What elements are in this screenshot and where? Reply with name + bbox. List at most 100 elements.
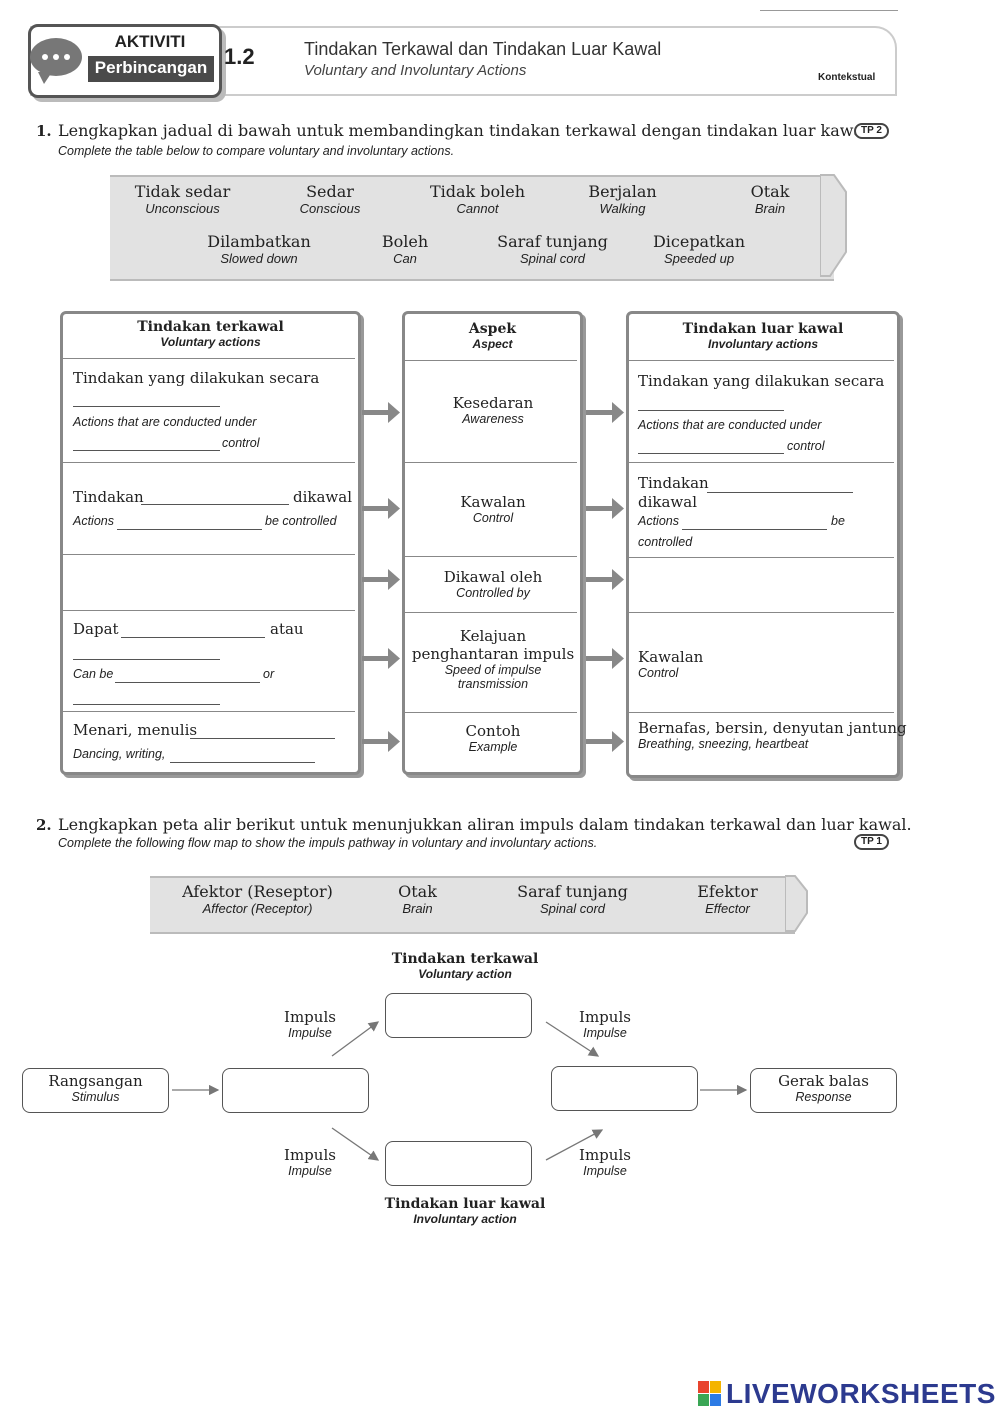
invol-r2-text-a: Tindakan — [638, 474, 709, 492]
invol-r4-text-en: Control — [638, 666, 679, 680]
invol-r2-text-b: dikawal — [638, 493, 698, 511]
invol-r5-text-en: Breathing, sneezing, heartbeat — [638, 737, 809, 751]
invol-r2-blank-en[interactable] — [682, 515, 827, 530]
page-title: Tindakan Terkawal dan Tindakan Luar Kawa… — [304, 39, 662, 59]
invol-r2-en-c: controlled — [638, 535, 693, 549]
right-arrows — [586, 402, 624, 752]
vol-r2-text-b: dikawal — [293, 488, 353, 506]
q2-number: 2. — [36, 816, 52, 834]
flow-arrows — [172, 1021, 748, 1161]
invol-r1-blank[interactable] — [638, 396, 784, 411]
response-box — [750, 1068, 897, 1113]
invol-r4-text-ms: Kawalan — [638, 648, 704, 666]
vol-r5-blank[interactable] — [190, 724, 335, 739]
invol-r2-en-a: Actions — [638, 514, 679, 528]
vol-r1-text-ms: Tindakan yang dilakukan secara — [73, 369, 320, 387]
q1-word-bank — [110, 175, 834, 281]
chat-bubble-icon — [30, 38, 82, 84]
liveworksheets-logo-icon — [698, 1381, 721, 1406]
vol-r1-blank-en[interactable] — [73, 436, 220, 451]
q2-word-bank — [150, 876, 795, 934]
vol-r2-blank[interactable] — [141, 490, 289, 505]
page-subtitle: Voluntary and Involuntary Actions — [304, 62, 527, 79]
liveworksheets-logo: LIVEWORKSHEETS — [726, 1378, 996, 1409]
vol-r1-text-en: Actions that are conducted under — [73, 415, 257, 429]
left-arrows — [362, 402, 400, 752]
invol-r2-blank[interactable] — [707, 478, 853, 493]
receptor-answer-box[interactable] — [222, 1068, 369, 1113]
vol-r5-text-ms: Menari, menulis — [73, 721, 198, 739]
invol-r5-text-ms: Bernafas, bersin, denyutan jantung — [638, 719, 907, 737]
invol-r1-blank-en[interactable] — [638, 439, 784, 454]
activity-type-bar — [88, 56, 214, 82]
involuntary-column — [626, 311, 900, 778]
name-line — [760, 10, 898, 11]
q2-word-bank-edge — [785, 875, 808, 932]
vol-r1-text-en-end: control — [222, 436, 260, 450]
voluntary-center-answer-box[interactable] — [385, 993, 532, 1038]
vol-r5-text-en: Dancing, writing, — [73, 747, 166, 761]
invol-r1-text-en: Actions that are conducted under — [638, 418, 822, 432]
invol-r1-text-ms: Tindakan yang dilakukan secara — [638, 372, 885, 390]
vol-r4-blank-en-2[interactable] — [73, 690, 220, 705]
aspect-column — [402, 311, 583, 775]
involuntary-center-answer-box[interactable] — [385, 1141, 532, 1186]
vol-r1-blank[interactable] — [73, 392, 220, 407]
q1-tp-badge: TP 2 — [854, 123, 889, 139]
vol-r4-en-b: or — [263, 667, 275, 681]
header-frame — [30, 26, 897, 96]
vol-r4-blank-en-1[interactable] — [115, 668, 260, 683]
q1-text-ms: Lengkapkan jadual di bawah untuk memband… — [58, 121, 874, 140]
stimulus-box — [22, 1068, 169, 1113]
activity-number: 1.2 — [224, 44, 255, 69]
invol-r2-en-b: be — [831, 514, 845, 528]
q2-word-0[interactable]: Afektor (Reseptor)Affector (Receptor) — [182, 882, 333, 916]
q2-text-ms: Lengkapkan peta alir berikut untuk menun… — [58, 815, 912, 834]
q2-tp-badge: TP 1 — [854, 834, 889, 850]
q1-text-en: Complete the table below to compare volu… — [58, 144, 455, 158]
vol-r4-blank-2[interactable] — [73, 645, 220, 660]
vol-r2-en-b: be controlled — [265, 514, 337, 528]
vol-r5-blank-en[interactable] — [170, 748, 315, 763]
vol-r2-text-a: Tindakan — [73, 488, 144, 506]
vol-r4-blank-1[interactable] — [121, 623, 265, 638]
effector-answer-box[interactable] — [551, 1066, 698, 1111]
vol-r4-text-a: Dapat — [73, 620, 119, 638]
activity-word: AKTIVITI — [114, 32, 186, 51]
q2-text-en: Complete the following flow map to show … — [58, 836, 598, 850]
voluntary-column — [60, 311, 361, 775]
vol-r2-en-a: Actions — [73, 514, 114, 528]
q1-word-bank-edge — [820, 174, 847, 277]
context-label: Kontekstual — [818, 72, 876, 83]
invol-r1-text-en-end: control — [787, 439, 825, 453]
vol-r2-blank-en[interactable] — [117, 515, 262, 530]
activity-type: Perbincangan — [94, 58, 208, 77]
